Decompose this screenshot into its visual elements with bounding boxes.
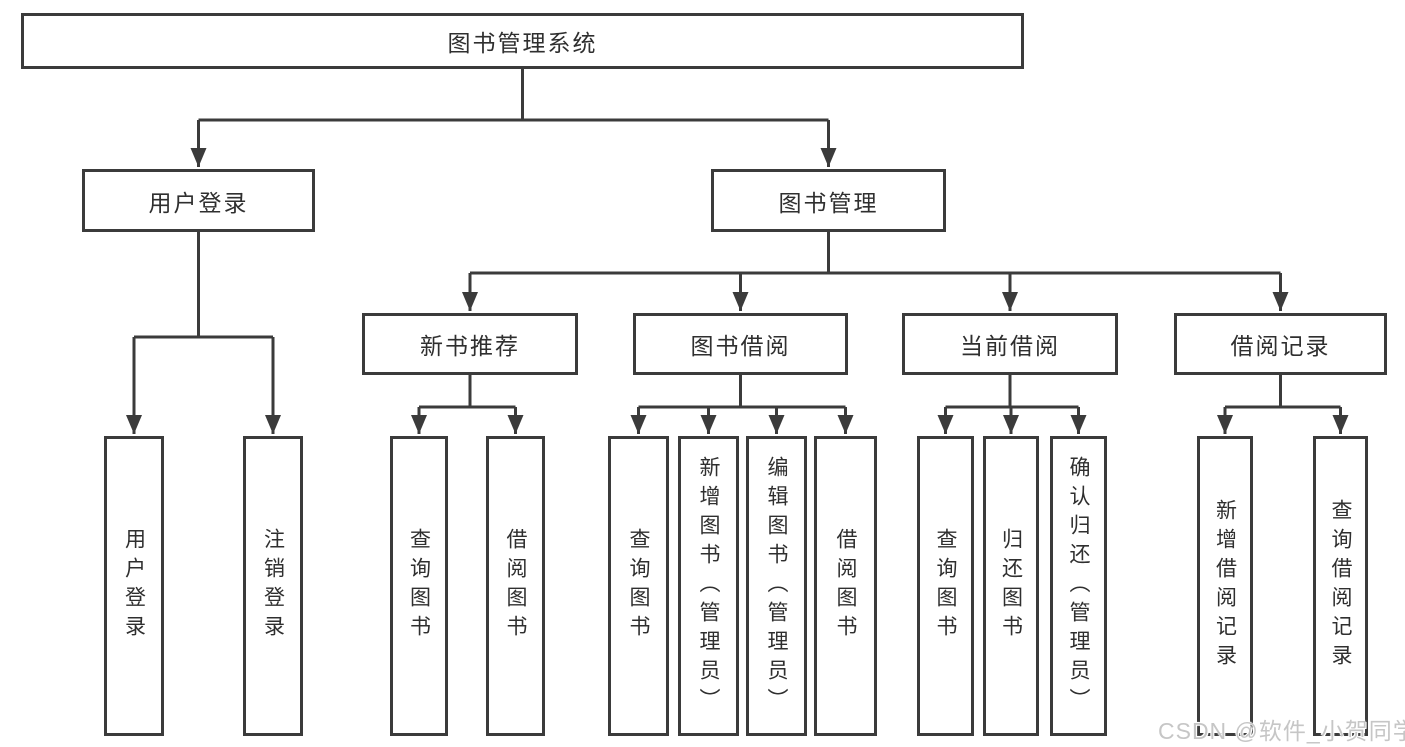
- leaf-logout: 注销登录: [243, 436, 303, 736]
- leaf-current-return-books: 归还图书: [983, 436, 1039, 736]
- node-current-borrow: 当前借阅: [902, 313, 1118, 375]
- leaf-borrow-edit-books-admin: 编辑图书（管理员）: [746, 436, 807, 736]
- node-user-login: 用户登录: [82, 169, 315, 232]
- leaf-borrow-query-books: 查询图书: [608, 436, 669, 736]
- leaf-current-query-books: 查询图书: [917, 436, 974, 736]
- leaf-current-confirm-return-admin: 确认归还（管理员）: [1050, 436, 1107, 736]
- leaf-records-query-record: 查询借阅记录: [1313, 436, 1368, 736]
- node-book-management: 图书管理: [711, 169, 946, 232]
- leaf-user-login: 用户登录: [104, 436, 164, 736]
- leaf-newbooks-borrow-books: 借阅图书: [486, 436, 545, 736]
- node-book-borrow: 图书借阅: [633, 313, 848, 375]
- leaf-borrow-add-books-admin: 新增图书（管理员）: [678, 436, 739, 736]
- node-root-library-system: 图书管理系统: [21, 13, 1024, 69]
- leaf-borrow-borrow-books: 借阅图书: [814, 436, 877, 736]
- node-borrow-records: 借阅记录: [1174, 313, 1387, 375]
- node-new-book-recommend: 新书推荐: [362, 313, 578, 375]
- leaf-newbooks-query-books: 查询图书: [390, 436, 448, 736]
- leaf-records-add-record: 新增借阅记录: [1197, 436, 1253, 736]
